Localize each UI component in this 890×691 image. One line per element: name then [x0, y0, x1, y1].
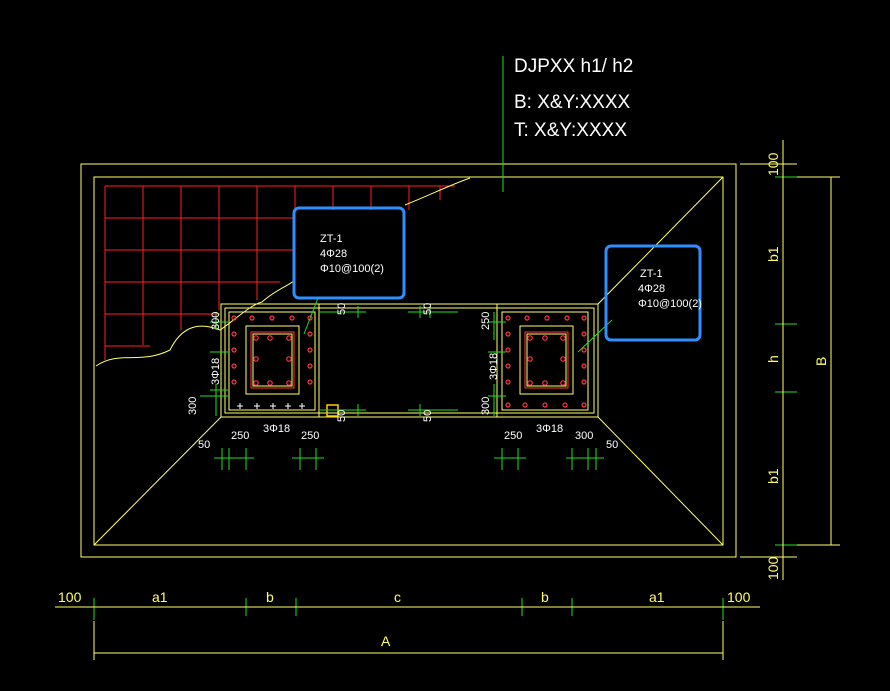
right-column-bars: 4Φ28	[638, 283, 665, 295]
dim-300-bottom-left: 300	[187, 397, 199, 415]
dim-250-2: 250	[301, 430, 319, 442]
tag-name: DJPXX h1/ h2	[514, 56, 633, 77]
dim-b-left: b	[266, 589, 274, 605]
dim-300-right-bottom: 300	[575, 430, 593, 442]
left-column-stirrup: Φ10@100(2)	[320, 263, 384, 275]
left-column-callout[interactable]	[292, 206, 406, 300]
dim-c: c	[394, 589, 401, 605]
beam-side-bars-right: 3Φ18	[488, 353, 500, 380]
dim-b1-top: b1	[765, 246, 781, 262]
left-column-id: ZT-1	[320, 233, 343, 245]
dim-100-top: 100	[765, 152, 781, 176]
dim-250-1: 250	[231, 430, 249, 442]
dimension-lines	[55, 140, 840, 660]
dim-a1-left: a1	[152, 589, 168, 605]
dim-300-top-left: 300	[210, 312, 222, 330]
dim-250-3: 250	[504, 430, 522, 442]
dim-50-left: 50	[198, 439, 210, 451]
dim-50-bottom-2: 50	[422, 410, 434, 422]
dim-h: h	[765, 355, 781, 363]
dim-50-top-1: 50	[336, 303, 348, 315]
dim-50-top-2: 50	[422, 303, 434, 315]
dim-250-top-right: 250	[480, 312, 492, 330]
dim-300-bottom-right: 300	[480, 397, 492, 415]
dim-b1-bottom: b1	[765, 468, 781, 484]
dim-a1-right: a1	[649, 589, 665, 605]
break-line	[95, 177, 471, 367]
beam-bottom-bars-right: 3Φ18	[536, 423, 563, 435]
left-column-section	[231, 315, 313, 409]
dim-50-right: 50	[606, 439, 618, 451]
tag-top-reinforcement: T: X&Y:XXXX	[514, 120, 627, 141]
beam-side-bars-left: 3Φ18	[210, 358, 222, 385]
beam-bottom-bars-left: 3Φ18	[263, 423, 290, 435]
left-column-bars: 4Φ28	[320, 248, 347, 260]
leader-lines	[55, 56, 840, 620]
right-column-stirrup: Φ10@100(2)	[638, 298, 702, 310]
pedestal	[220, 303, 599, 418]
rebar-grid	[104, 185, 455, 360]
dim-B: B	[813, 357, 829, 366]
right-column-section	[505, 315, 587, 408]
dim-100-left: 100	[58, 589, 82, 605]
footing-outline	[80, 163, 737, 558]
right-column-id: ZT-1	[640, 268, 663, 280]
dim-100-bottom: 100	[765, 556, 781, 580]
dim-100-right: 100	[727, 589, 751, 605]
right-column-callout[interactable]	[604, 244, 702, 342]
dim-A: A	[381, 633, 391, 649]
dim-50-bottom-1: 50	[336, 410, 348, 422]
dim-b-right: b	[541, 589, 549, 605]
tag-bottom-reinforcement: B: X&Y:XXXX	[514, 92, 630, 113]
